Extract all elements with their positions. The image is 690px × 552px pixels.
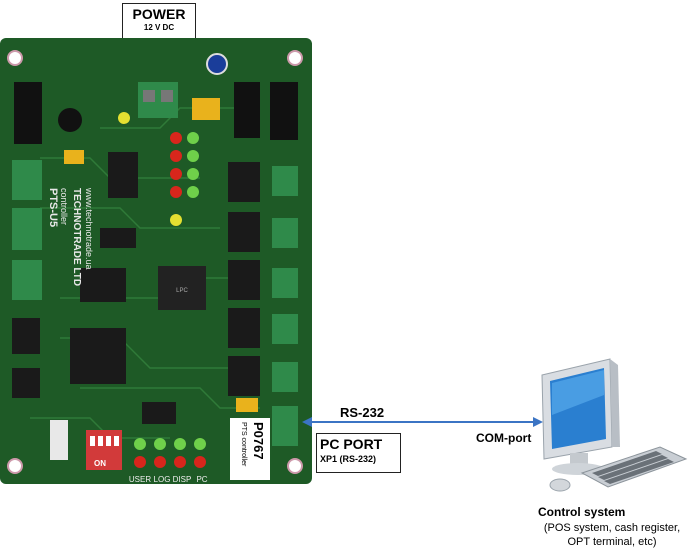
side-text-line-2: controller	[59, 188, 69, 225]
pc-port-subtitle: XP1 (RS-232)	[320, 454, 377, 464]
tantalum-cap-2	[64, 150, 84, 164]
led-label-pc: PC	[196, 475, 207, 484]
electrolytic-capacitor	[206, 53, 228, 75]
mouse	[549, 478, 571, 492]
power-label-box: POWER 12 V DC	[122, 3, 196, 39]
control-system-desc-line-1: (POS system, cash register,	[543, 522, 681, 534]
monitor-glare	[552, 370, 604, 415]
mount-hole-tr	[287, 50, 303, 66]
led-label-log: LOG	[154, 475, 171, 484]
link-arrowhead-right	[533, 417, 543, 427]
led-labels: USER LOG DISP PC	[129, 475, 208, 484]
bottom-leds	[134, 438, 206, 468]
power-title: POWER	[132, 6, 186, 22]
dip-on-label: ON	[94, 459, 106, 468]
side-text-line-3: TECHNOTRADE LTD	[71, 188, 82, 286]
monitor-neck	[570, 453, 588, 465]
tantalum-cap-1	[192, 98, 220, 120]
board-side-text: PTS-U5 controller TECHNOTRADE LTD www.te…	[47, 187, 94, 286]
white-pin-header	[50, 420, 68, 460]
led-label-user: USER	[129, 475, 151, 484]
control-system-desc-line-2: OPT terminal, etc)	[567, 536, 657, 548]
chip-bottom	[142, 402, 176, 424]
left-terminal-blocks	[12, 160, 42, 300]
power-screw-2	[161, 90, 173, 102]
chip-bottom-left-2	[12, 368, 40, 398]
side-text-line-1: PTS-U5	[47, 188, 59, 227]
com-port-label: COM-port	[476, 431, 532, 445]
status-led-cluster	[118, 112, 199, 226]
tantalum-cap-3	[236, 398, 258, 412]
controller-board: LPC PTS-U5 controller TECHNOTRADE LTD ww…	[0, 38, 312, 484]
link-arrowhead-left	[302, 417, 312, 427]
mount-hole-br	[287, 458, 303, 474]
chip-upper	[108, 152, 138, 198]
control-system-description: (POS system, cash register, OPT terminal…	[534, 521, 690, 549]
right-terminal-blocks	[272, 166, 298, 446]
led-label-disp: DISP	[173, 475, 192, 484]
mcu-marking: LPC	[176, 288, 188, 294]
chip-middle	[100, 228, 136, 248]
driver-chips	[228, 162, 260, 396]
rs232-label: RS-232	[340, 405, 385, 420]
pc-port-title: PC PORT	[320, 436, 383, 452]
power-subtitle: 12 V DC	[143, 23, 175, 32]
dip-switch-levers	[90, 436, 119, 446]
chip-left	[80, 268, 126, 302]
pin-header-right	[270, 82, 298, 140]
model-sticker-text: PTS controller	[240, 422, 247, 467]
pin-header-mid	[234, 82, 260, 138]
chip-bottom-left-1	[12, 318, 40, 354]
pc-port-label-box: PC PORT XP1 (RS-232)	[316, 433, 401, 473]
mount-hole-tl	[7, 50, 23, 66]
keyboard-keys	[592, 451, 674, 484]
side-text-line-4: www.technotrade.ua	[84, 187, 94, 270]
power-screw-1	[143, 90, 155, 102]
pin-header-left	[14, 82, 42, 144]
computer-icon	[541, 358, 688, 492]
model-sticker	[230, 418, 270, 480]
microcontroller-main	[158, 266, 206, 310]
monitor-side	[610, 359, 620, 447]
rs232-link-arrow	[302, 417, 543, 427]
inductor	[58, 108, 82, 132]
mount-hole-bl	[7, 458, 23, 474]
control-system-title: Control system	[538, 505, 626, 519]
model-sticker-code: P0767	[251, 422, 266, 460]
cpu-chip	[70, 328, 126, 384]
